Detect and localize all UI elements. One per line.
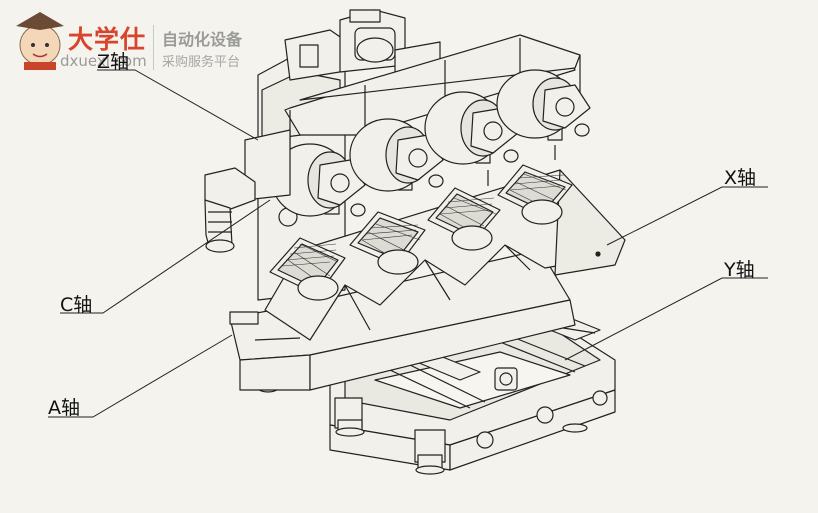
logo-subtitle: 采购服务平台 (162, 55, 241, 70)
logo-title: 自动化设备 (162, 30, 243, 49)
leader-a (48, 334, 233, 418)
end-caps (350, 123, 590, 217)
leader-c (60, 199, 271, 314)
logo-mascot (16, 12, 64, 70)
motor-3 (424, 91, 519, 165)
pad-bases (297, 199, 563, 301)
logo-domain: dxuexi.com (60, 52, 147, 70)
leader-x (606, 186, 768, 246)
label-z-axis: Z轴 (97, 51, 130, 73)
logo-brand: 大学仕 (68, 25, 147, 54)
motor-4 (496, 69, 591, 139)
label-c-axis: C轴 (60, 294, 93, 316)
motor-1 (271, 143, 366, 217)
c-axis-motor (204, 129, 291, 253)
motor-housings (271, 69, 591, 217)
leader-lines (48, 69, 768, 418)
leader-y (564, 277, 768, 361)
label-x-axis: X轴 (724, 167, 757, 189)
label-y-axis: Y轴 (724, 259, 755, 281)
label-a-axis: A轴 (48, 397, 80, 419)
leader-z (97, 69, 259, 141)
logo-divider (153, 25, 154, 70)
